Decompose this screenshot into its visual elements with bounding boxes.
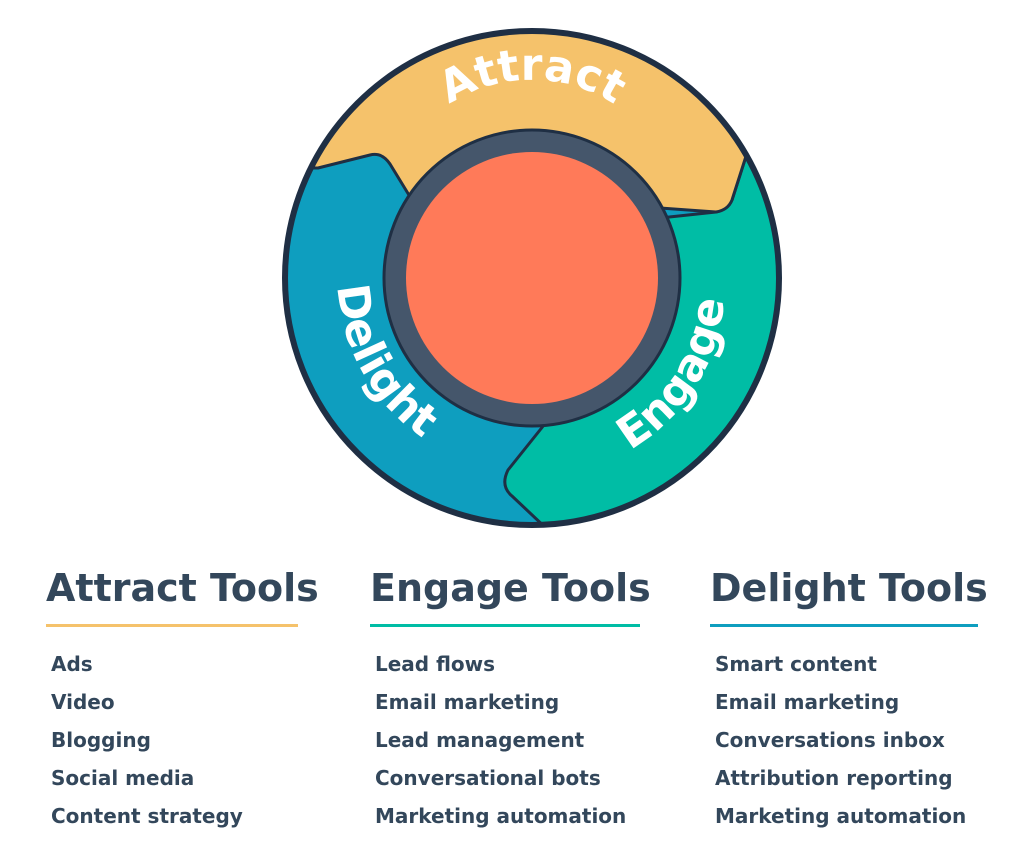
engage-tools-list: Lead flows Email marketing Lead manageme… [375,651,640,841]
list-item: Video [51,690,115,714]
attract-tools-underline [46,624,298,627]
delight-tools-list: Smart content Email marketing Conversati… [715,651,978,841]
attract-tools-list: Ads Video Blogging Social media Content … [51,651,298,841]
list-item: Social media [51,766,195,790]
list-item: Email marketing [375,690,560,714]
delight-tools-column: Delight Tools Smart content Email market… [710,562,988,841]
list-item: Ads [51,652,93,676]
list-item: Blogging [51,728,151,752]
attract-tools-column: Attract Tools Ads Video Blogging Social … [46,562,319,841]
list-item: Smart content [715,652,877,676]
attract-tools-title: Attract Tools [46,566,319,610]
engage-tools-underline [370,624,640,627]
delight-tools-underline [710,624,978,627]
engage-tools-title: Engage Tools [370,566,651,610]
list-item: Lead flows [375,652,496,676]
flywheel-hub [406,152,658,404]
list-item: Attribution reporting [715,766,953,790]
list-item: Marketing automation [375,804,627,828]
list-item: Conversations inbox [715,728,945,752]
list-item: Conversational bots [375,766,601,790]
delight-tools-title: Delight Tools [710,566,988,610]
list-item: Lead management [375,728,585,752]
list-item: Marketing automation [715,804,967,828]
list-item: Content strategy [51,804,243,828]
engage-tools-column: Engage Tools Lead flows Email marketing … [370,562,651,841]
flywheel-diagram: Attract Delight Engage [282,28,782,528]
flywheel-outline [282,28,782,528]
list-item: Email marketing [715,690,900,714]
